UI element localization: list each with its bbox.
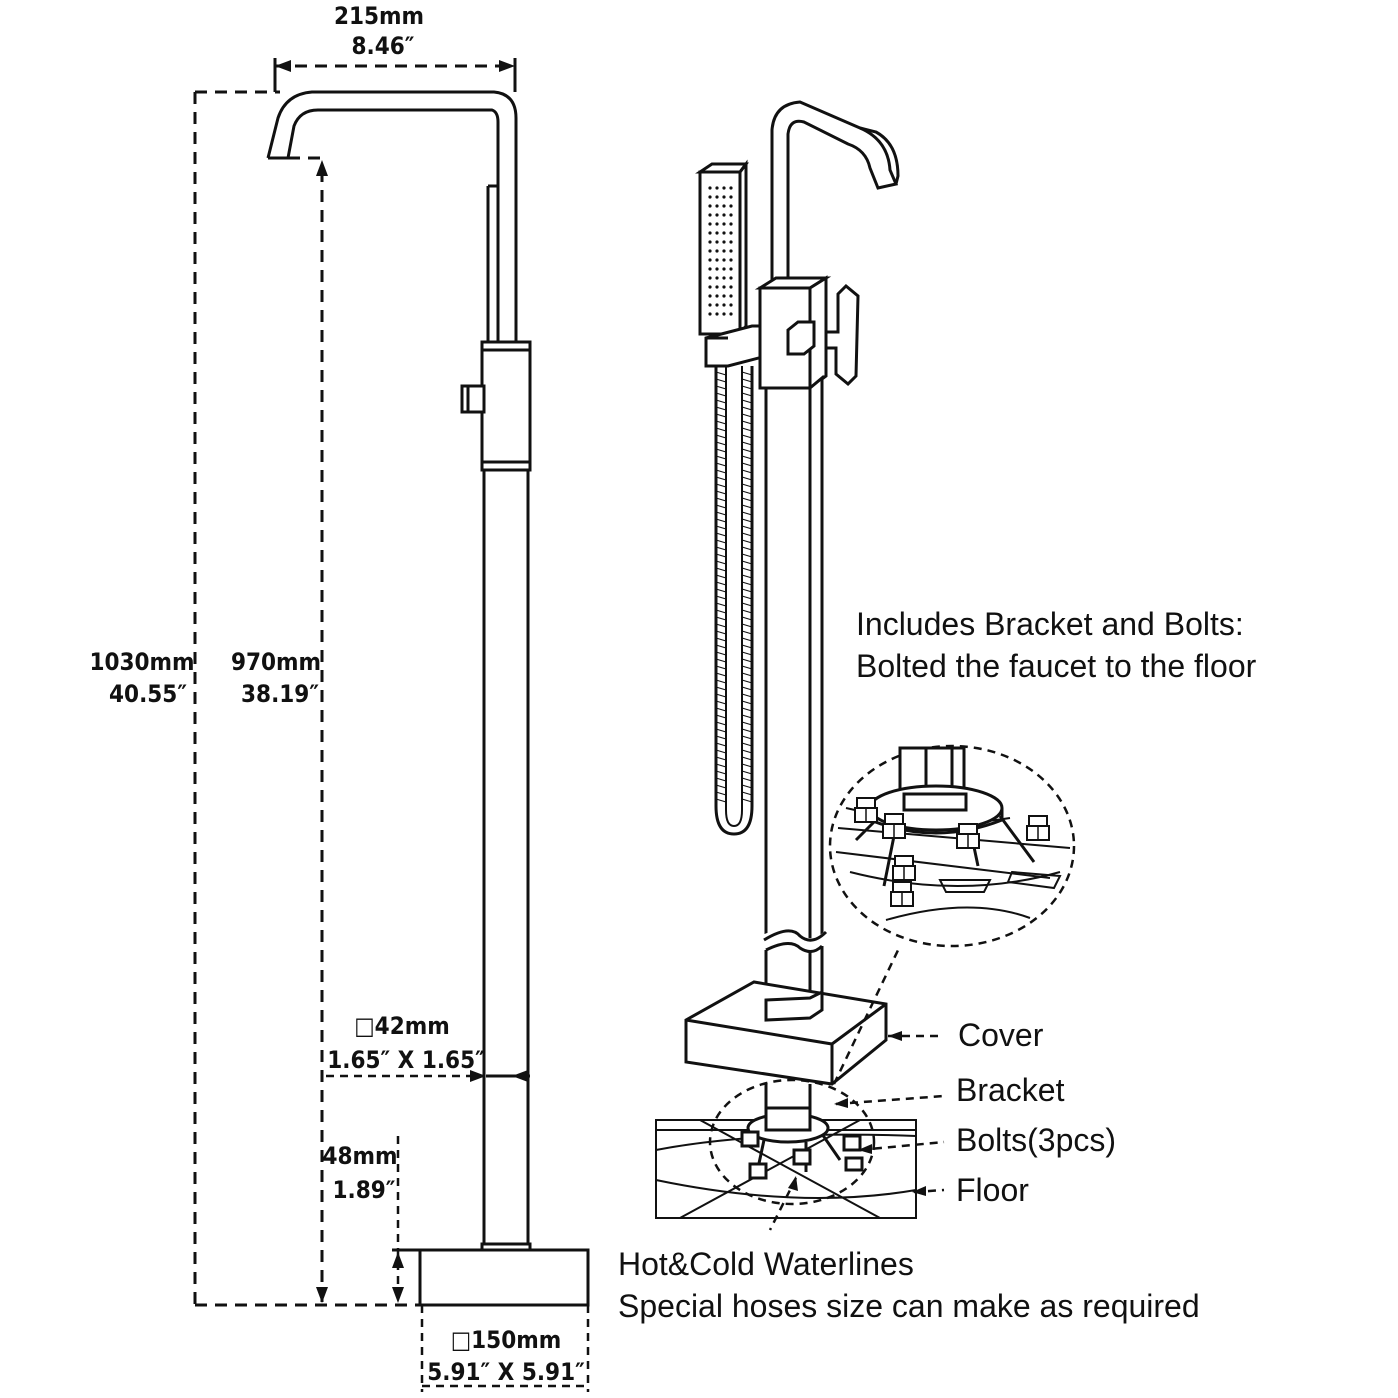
perspective-spout	[770, 100, 899, 280]
note-waterlines-line1: Hot&Cold Waterlines	[618, 1246, 914, 1282]
leader-detail	[832, 945, 902, 1085]
lever-handle	[824, 283, 860, 387]
detail-circle-small	[708, 1078, 876, 1206]
hand-shower	[695, 159, 776, 368]
shower-nozzles	[708, 186, 733, 316]
total-height-mm: 1030mm	[89, 648, 194, 676]
valve-body	[480, 340, 532, 464]
note-includes-line1: Includes Bracket and Bolts:	[856, 606, 1244, 642]
leader-bracket	[835, 1094, 945, 1106]
handle-knob	[460, 384, 486, 414]
main-pipe	[482, 468, 530, 1250]
base-size-in: 5.91″ X 5.91″	[427, 1358, 585, 1386]
note-includes-line2: Bolted the faucet to the floor	[856, 648, 1257, 684]
label-bracket: Bracket	[956, 1072, 1065, 1108]
cover	[684, 980, 888, 1086]
spout-height-in: 38.19″	[241, 680, 319, 708]
bracket-detail	[828, 744, 1076, 948]
label-cover: Cover	[958, 1017, 1044, 1053]
side-elevation: 215mm 8.46″ 1030mm 40.55″ 970mm 38.19″ □…	[89, 2, 590, 1392]
base-size-mm: □150mm	[451, 1326, 561, 1354]
base-height-in: 1.89″	[333, 1176, 396, 1204]
floor	[655, 1119, 917, 1219]
floor-base	[418, 1248, 590, 1307]
label-floor: Floor	[956, 1172, 1029, 1208]
leader-waterlines	[768, 1177, 798, 1231]
spout-reach-mm: 215mm	[334, 2, 424, 30]
bracket-small	[740, 1106, 864, 1180]
note-waterlines-line2: Special hoses size can make as required	[618, 1288, 1200, 1324]
detail-bolts	[854, 797, 1050, 907]
detail-circle-large	[828, 744, 1076, 948]
spout-reach-in: 8.46″	[352, 32, 415, 60]
perspective-pipe	[764, 386, 812, 946]
perspective-view: Cover Bracket Bolts(3pcs) Floor	[655, 100, 1116, 1231]
pipe-size-mm: □42mm	[354, 1012, 449, 1040]
base-height-mm: 48mm	[322, 1142, 397, 1170]
leader-bolts	[859, 1140, 945, 1152]
label-bolts: Bolts(3pcs)	[956, 1122, 1116, 1158]
shower-hose	[714, 366, 754, 836]
spout-outline	[266, 90, 518, 342]
pipe-size-in: 1.65″ X 1.65″	[327, 1046, 485, 1074]
hose-texture	[715, 371, 753, 803]
spout-height-mm: 970mm	[231, 648, 321, 676]
total-height-in: 40.55″	[109, 680, 187, 708]
